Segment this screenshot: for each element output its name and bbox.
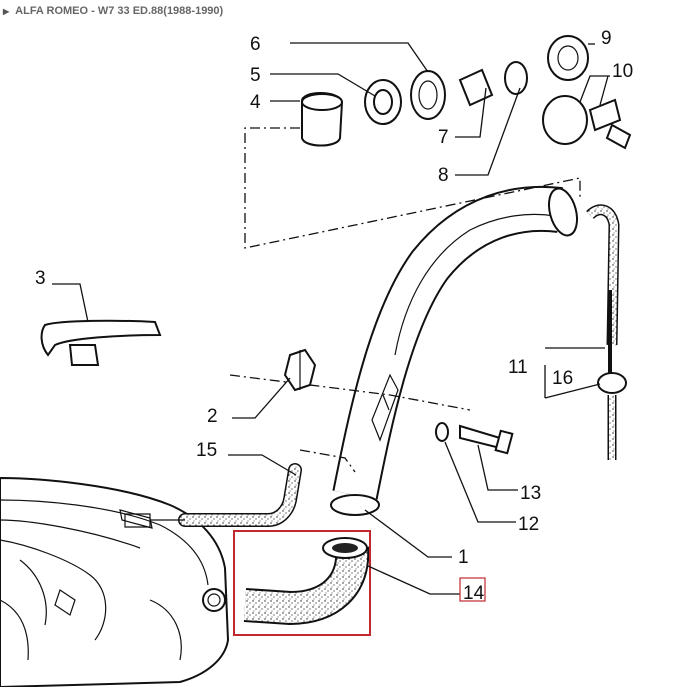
- callout-10: 10: [612, 61, 633, 82]
- assembly-axis-line: [229, 374, 471, 411]
- page-title: ALFA ROMEO - W7 33 ED.88(1988-1990): [15, 5, 224, 17]
- callout-16: 16: [552, 368, 573, 389]
- callout-1: 1: [458, 547, 469, 568]
- strap-part-3: [40, 319, 162, 366]
- callout-12: 12: [518, 514, 539, 535]
- callout-13: 13: [520, 483, 541, 504]
- callout-8: 8: [438, 165, 449, 186]
- callout-6: 6: [250, 34, 261, 55]
- bolt-part-13: [435, 422, 514, 455]
- breather-hose: [124, 463, 302, 528]
- callout-14-highlight: [459, 577, 486, 602]
- vent-tube: [586, 204, 627, 460]
- cap-assembly: [301, 35, 632, 150]
- callout-11: 11: [508, 357, 528, 378]
- callout-15: 15: [196, 440, 217, 461]
- callout-3: 3: [35, 268, 46, 289]
- callout-9: 9: [601, 28, 612, 49]
- hose-part-14: [233, 530, 371, 636]
- leader-lines: [52, 42, 610, 595]
- callout-4: 4: [250, 92, 261, 113]
- callout-labels: 6 5 4 7 8 9 10 3 2 15 11 16 13 12 1 14: [35, 28, 633, 604]
- callout-14: 14: [463, 583, 485, 604]
- callout-2: 2: [207, 406, 218, 427]
- assembly-axis-line-2: [299, 449, 356, 473]
- callout-5: 5: [250, 65, 261, 86]
- highlight-box: [233, 530, 371, 636]
- callout-7: 7: [438, 127, 449, 148]
- filler-neck-pipe: [330, 185, 579, 516]
- triangle-right-icon: ▶: [3, 6, 10, 16]
- assembly-bracket-line: [244, 127, 581, 249]
- clip-part-2: [283, 348, 317, 392]
- fuel-tank: [0, 476, 230, 687]
- breadcrumb: ▶ ALFA ROMEO - W7 33 ED.88(1988-1990): [0, 0, 687, 22]
